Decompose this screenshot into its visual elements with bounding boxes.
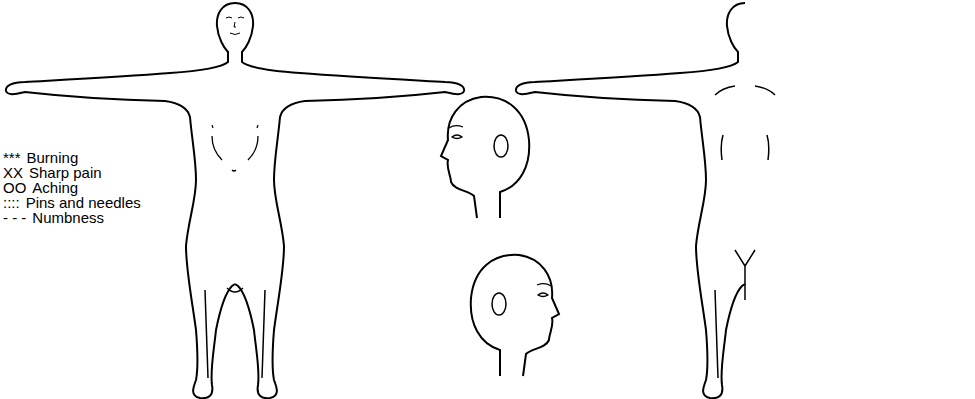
legend-text: Pins and needles xyxy=(26,195,141,210)
torso-lines xyxy=(212,136,258,292)
leg-line xyxy=(715,290,718,378)
body-outline xyxy=(6,3,235,398)
legend-row: ::::Pins and needles xyxy=(3,195,141,210)
body-outline xyxy=(516,3,745,398)
back-lines xyxy=(715,86,775,300)
legend-text: Aching xyxy=(32,180,78,195)
legend-text: Burning xyxy=(27,150,79,165)
head-profile xyxy=(441,97,529,218)
leg-line xyxy=(262,290,265,378)
leg-line xyxy=(205,290,208,378)
legend: *** BurningXX Sharp painOO Aching::::Pins a… xyxy=(3,150,141,225)
legend-symbol: OO xyxy=(3,180,26,195)
face xyxy=(226,17,244,35)
head-profile xyxy=(471,255,559,376)
legend-symbol: XX xyxy=(3,165,23,180)
legend-text: Numbness xyxy=(32,210,104,225)
legend-row: *** Burning xyxy=(3,150,141,165)
legend-symbol: - - - xyxy=(3,210,26,225)
body-outline xyxy=(235,3,464,398)
legend-symbol: *** xyxy=(3,150,21,165)
legend-row: XX Sharp pain xyxy=(3,165,141,180)
legend-symbol: :::: xyxy=(3,195,20,210)
legend-row: - - - Numbness xyxy=(3,210,141,225)
legend-row: OO Aching xyxy=(3,180,141,195)
legend-text: Sharp pain xyxy=(29,165,102,180)
torso-lines xyxy=(212,125,258,128)
